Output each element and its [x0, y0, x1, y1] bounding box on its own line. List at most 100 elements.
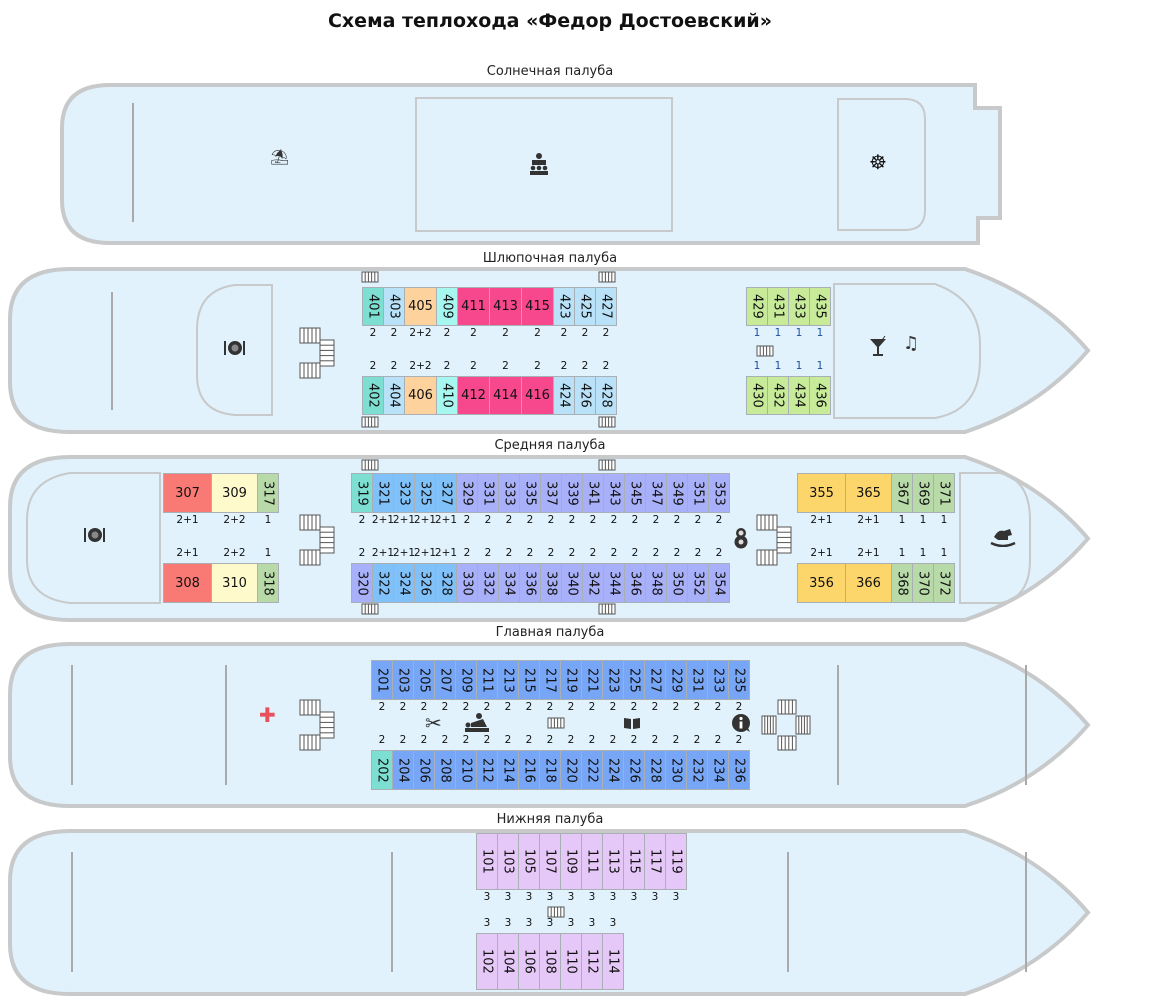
cabin-347[interactable]: 347	[645, 473, 667, 513]
cabin-423[interactable]: 423	[553, 287, 575, 326]
cabin-320[interactable]: 320	[351, 563, 373, 603]
cabin-107[interactable]: 107	[539, 833, 561, 890]
cabin-337[interactable]: 337	[540, 473, 562, 513]
cabin-119[interactable]: 119	[665, 833, 687, 890]
cabin-412[interactable]: 412	[457, 376, 490, 415]
cabin-326[interactable]: 326	[414, 563, 436, 603]
cabin-228[interactable]: 228	[644, 750, 666, 790]
cabin-402[interactable]: 402	[362, 376, 384, 415]
cabin-411[interactable]: 411	[457, 287, 490, 326]
cabin-214[interactable]: 214	[497, 750, 519, 790]
cabin-432[interactable]: 432	[767, 376, 789, 415]
cabin-209[interactable]: 209	[455, 660, 477, 700]
cabin-103[interactable]: 103	[497, 833, 519, 890]
cabin-352[interactable]: 352	[687, 563, 709, 603]
cabin-211[interactable]: 211	[476, 660, 498, 700]
cabin-340[interactable]: 340	[561, 563, 583, 603]
cabin-427[interactable]: 427	[595, 287, 617, 326]
cabin-203[interactable]: 203	[392, 660, 414, 700]
cabin-113[interactable]: 113	[602, 833, 624, 890]
cabin-370[interactable]: 370	[912, 563, 934, 603]
cabin-349[interactable]: 349	[666, 473, 688, 513]
cabin-236[interactable]: 236	[728, 750, 750, 790]
cabin-330[interactable]: 330	[456, 563, 478, 603]
cabin-334[interactable]: 334	[498, 563, 520, 603]
cabin-105[interactable]: 105	[518, 833, 540, 890]
cabin-202[interactable]: 202	[371, 750, 393, 790]
cabin-343[interactable]: 343	[603, 473, 625, 513]
cabin-213[interactable]: 213	[497, 660, 519, 700]
cabin-325[interactable]: 325	[414, 473, 436, 513]
cabin-216[interactable]: 216	[518, 750, 540, 790]
cabin-110[interactable]: 110	[560, 933, 582, 990]
cabin-365[interactable]: 365	[845, 473, 892, 513]
cabin-327[interactable]: 327	[435, 473, 457, 513]
cabin-425[interactable]: 425	[574, 287, 596, 326]
cabin-226[interactable]: 226	[623, 750, 645, 790]
cabin-353[interactable]: 353	[708, 473, 730, 513]
cabin-338[interactable]: 338	[540, 563, 562, 603]
cabin-104[interactable]: 104	[497, 933, 519, 990]
cabin-220[interactable]: 220	[560, 750, 582, 790]
cabin-415[interactable]: 415	[521, 287, 554, 326]
cabin-111[interactable]: 111	[581, 833, 603, 890]
cabin-413[interactable]: 413	[489, 287, 522, 326]
cabin-215[interactable]: 215	[518, 660, 540, 700]
cabin-371[interactable]: 371	[933, 473, 955, 513]
cabin-430[interactable]: 430	[746, 376, 768, 415]
cabin-369[interactable]: 369	[912, 473, 934, 513]
cabin-233[interactable]: 233	[707, 660, 729, 700]
cabin-222[interactable]: 222	[581, 750, 603, 790]
cabin-406[interactable]: 406	[404, 376, 437, 415]
cabin-329[interactable]: 329	[456, 473, 478, 513]
cabin-317[interactable]: 317	[257, 473, 279, 513]
cabin-404[interactable]: 404	[383, 376, 405, 415]
cabin-324[interactable]: 324	[393, 563, 415, 603]
cabin-368[interactable]: 368	[891, 563, 913, 603]
cabin-429[interactable]: 429	[746, 287, 768, 326]
cabin-414[interactable]: 414	[489, 376, 522, 415]
cabin-109[interactable]: 109	[560, 833, 582, 890]
cabin-346[interactable]: 346	[624, 563, 646, 603]
cabin-321[interactable]: 321	[372, 473, 394, 513]
cabin-354[interactable]: 354	[708, 563, 730, 603]
cabin-309[interactable]: 309	[211, 473, 258, 513]
cabin-223[interactable]: 223	[602, 660, 624, 700]
cabin-401[interactable]: 401	[362, 287, 384, 326]
cabin-424[interactable]: 424	[553, 376, 575, 415]
cabin-351[interactable]: 351	[687, 473, 709, 513]
cabin-426[interactable]: 426	[574, 376, 596, 415]
cabin-331[interactable]: 331	[477, 473, 499, 513]
cabin-372[interactable]: 372	[933, 563, 955, 603]
cabin-206[interactable]: 206	[413, 750, 435, 790]
cabin-403[interactable]: 403	[383, 287, 405, 326]
cabin-115[interactable]: 115	[623, 833, 645, 890]
cabin-208[interactable]: 208	[434, 750, 456, 790]
cabin-102[interactable]: 102	[476, 933, 498, 990]
cabin-339[interactable]: 339	[561, 473, 583, 513]
cabin-355[interactable]: 355	[797, 473, 846, 513]
cabin-101[interactable]: 101	[476, 833, 498, 890]
cabin-225[interactable]: 225	[623, 660, 645, 700]
cabin-328[interactable]: 328	[435, 563, 457, 603]
cabin-323[interactable]: 323	[393, 473, 415, 513]
cabin-336[interactable]: 336	[519, 563, 541, 603]
cabin-318[interactable]: 318	[257, 563, 279, 603]
cabin-335[interactable]: 335	[519, 473, 541, 513]
cabin-366[interactable]: 366	[845, 563, 892, 603]
cabin-416[interactable]: 416	[521, 376, 554, 415]
cabin-219[interactable]: 219	[560, 660, 582, 700]
cabin-333[interactable]: 333	[498, 473, 520, 513]
cabin-341[interactable]: 341	[582, 473, 604, 513]
cabin-405[interactable]: 405	[404, 287, 437, 326]
cabin-221[interactable]: 221	[581, 660, 603, 700]
cabin-310[interactable]: 310	[211, 563, 258, 603]
cabin-308[interactable]: 308	[163, 563, 212, 603]
cabin-106[interactable]: 106	[518, 933, 540, 990]
cabin-235[interactable]: 235	[728, 660, 750, 700]
cabin-342[interactable]: 342	[582, 563, 604, 603]
cabin-322[interactable]: 322	[372, 563, 394, 603]
cabin-234[interactable]: 234	[707, 750, 729, 790]
cabin-410[interactable]: 410	[436, 376, 458, 415]
cabin-434[interactable]: 434	[788, 376, 810, 415]
